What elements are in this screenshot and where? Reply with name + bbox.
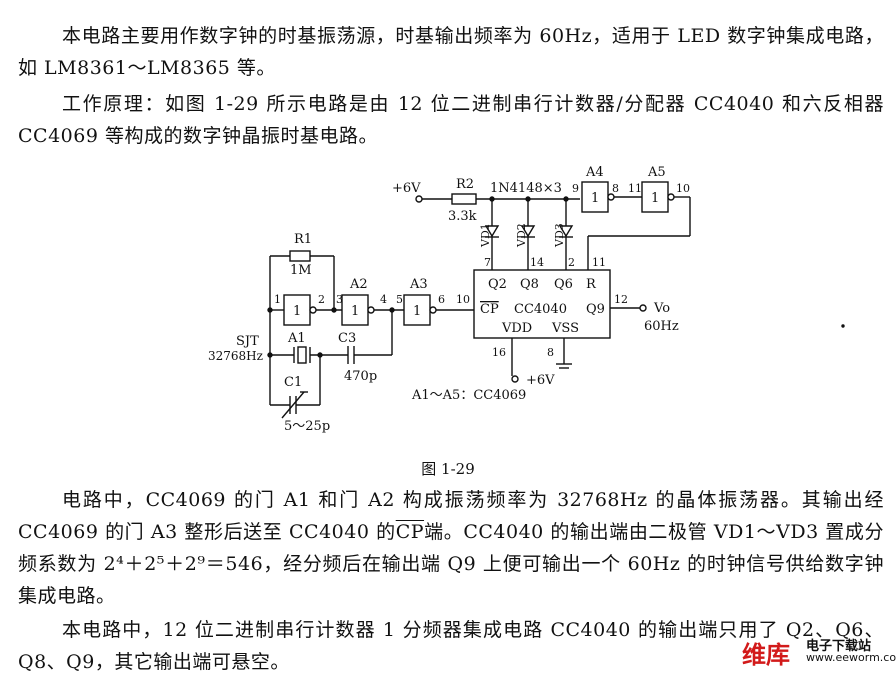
label-r1: R1 [294,232,312,247]
watermark-name: 电子下载站 [806,639,872,654]
pin-2-a1: 2 [318,293,325,306]
a3-gate-one: 1 [413,304,421,319]
intro-text: 本电路主要用作数字钟的时基振荡源，时基输出频率为 60Hz，适用于 LED 数字… [18,25,884,79]
label-c3: C3 [338,331,356,346]
label-vdd: VDD [501,321,532,336]
label-q6: Q6 [554,277,573,292]
pin-1: 1 [274,293,281,306]
label-a1: A1 [287,331,306,346]
watermark: 维库 电子下载站 www.eeworm.com [742,633,896,669]
label-a5: A5 [647,165,666,180]
cp-overline: CP [395,521,425,543]
note-text: 本电路中，12 位二进制串行计数器 1 分频器集成电路 CC4040 的输出端只… [18,619,884,673]
a2-gate-one: 1 [351,304,359,319]
pin-10: 10 [456,293,470,306]
label-chip: CC4040 [514,302,567,317]
pin-8: 8 [547,346,554,359]
pin-14: 14 [530,256,544,269]
pin-11: 11 [592,256,606,269]
label-vo: Vo [653,301,670,316]
principle-text: 工作原理：如图 1-29 所示电路是由 12 位二进制串行计数器/分配器 CC4… [18,93,884,147]
label-q8: Q8 [520,277,539,292]
label-a3: A3 [409,277,428,292]
label-sjt: SJT [236,334,259,349]
watermark-url: www.eeworm.com [806,651,896,664]
label-r2: R2 [456,177,474,192]
label-r-pin: R [586,277,597,292]
analysis-text-b: 端。CC4040 的输出端由二极管 VD1～VD3 置成分频系数为 2⁴＋2⁵＋… [18,521,884,607]
label-q9: Q9 [586,302,605,317]
pin-7: 7 [484,256,491,269]
pin-16: 16 [492,346,506,359]
pin-9: 9 [572,182,579,195]
label-out-freq: 60Hz [644,319,679,334]
figure-caption: 图 1-29 [421,460,475,478]
label-vplus-top: +6V [392,181,421,196]
note-paragraph: 本电路中，12 位二进制串行计数器 1 分频器集成电路 CC4040 的输出端只… [18,614,884,678]
pin-4: 4 [380,293,387,306]
pin-8-a4: 8 [612,182,619,195]
label-cp: CP [480,302,499,317]
label-gate-legend: A1～A5：CC4069 [411,388,526,403]
label-vd2: VD2 [515,223,528,248]
watermark-logo: 维库 [742,641,790,669]
label-q2: Q2 [488,277,507,292]
circuit-diagram: +6V R2 3.3k 1N4148×3 A4 A5 1 1 9 8 11 10… [208,165,845,434]
label-a2: A2 [349,277,368,292]
pin-2: 2 [568,256,575,269]
pin-10-a5: 10 [676,182,690,195]
label-vd1: VD1 [479,223,492,248]
label-vplus-bottom: +6V [526,373,555,388]
analysis-paragraph: 电路中，CC4069 的门 A1 和门 A2 构成振荡频率为 32768Hz 的… [18,484,884,612]
label-c1-value: 5～25p [284,419,330,434]
label-vss: VSS [551,321,579,336]
pin-5: 5 [396,293,403,306]
label-crystal-freq: 32768Hz [208,349,263,363]
label-r2-value: 3.3k [448,209,477,224]
pin-12: 12 [614,293,628,306]
a1-gate-one: 1 [293,304,301,319]
pin-6: 6 [438,293,445,306]
a4-gate-one: 1 [591,191,599,206]
pin-11-a5: 11 [628,182,642,195]
label-vd3: VD3 [553,223,566,248]
pin-3: 3 [336,293,343,306]
intro-paragraph: 本电路主要用作数字钟的时基振荡源，时基输出频率为 60Hz，适用于 LED 数字… [18,20,884,84]
principle-paragraph: 工作原理：如图 1-29 所示电路是由 12 位二进制串行计数器/分配器 CC4… [18,88,884,152]
a5-gate-one: 1 [651,191,659,206]
label-a4: A4 [585,165,604,180]
label-r1-value: 1M [290,263,312,278]
label-c1: C1 [284,375,302,390]
label-c3-value: 470p [344,369,377,384]
label-diodes: 1N4148×3 [490,181,562,196]
analysis-text-a: 电路中，CC4069 的门 A1 和门 A2 构成振荡频率为 32768Hz 的… [18,489,884,543]
